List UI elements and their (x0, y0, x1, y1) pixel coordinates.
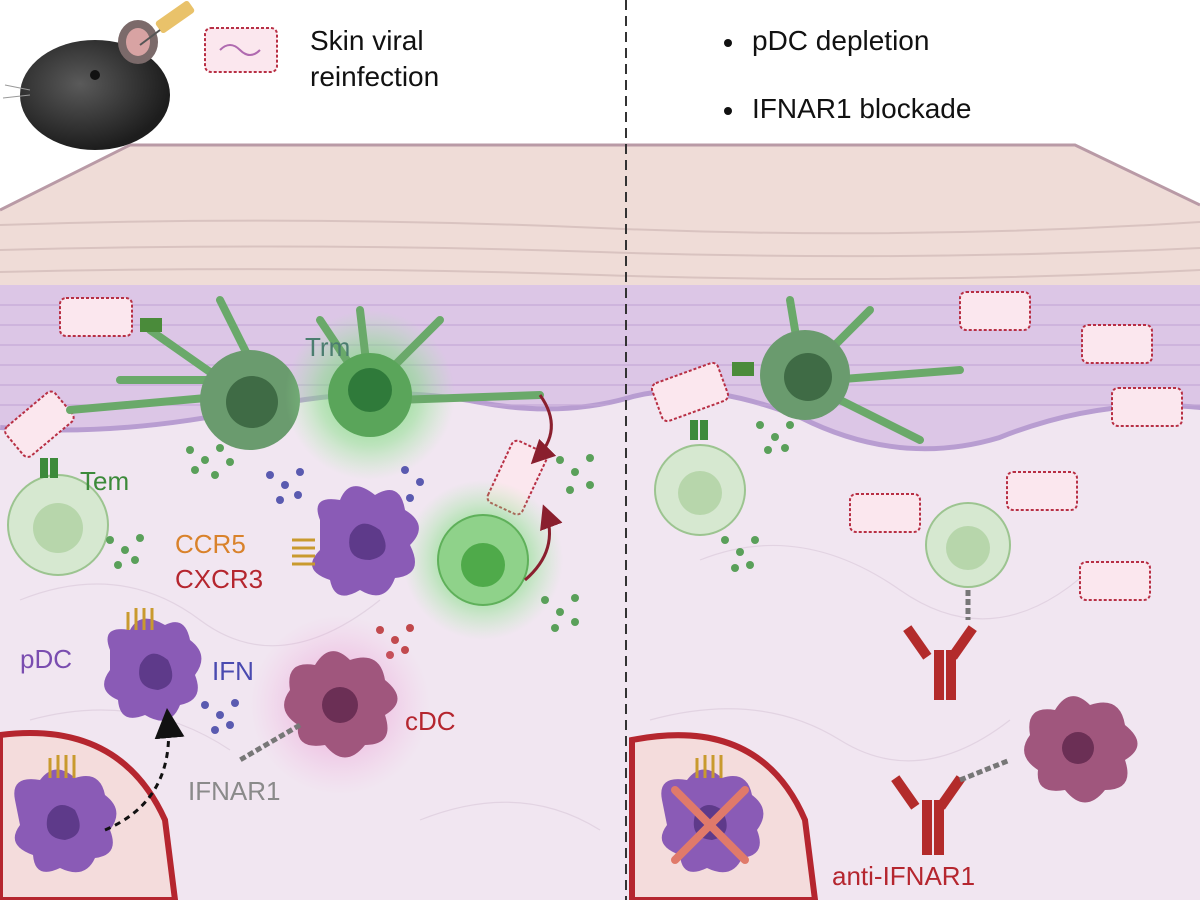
recruitment-arrow (104, 708, 185, 832)
cxcr3-expressing-cell (292, 486, 419, 596)
virus-particle (849, 493, 921, 533)
cdc-cell (238, 615, 430, 795)
label-tem: Tem (80, 466, 129, 496)
label-ccr5: CCR5 (175, 529, 246, 559)
virus-particle (59, 297, 133, 337)
bullet-dot-2 (724, 107, 732, 115)
stratum-corneum (0, 143, 1200, 290)
virus-icon-legend (204, 27, 278, 73)
pdc-cell (104, 608, 202, 721)
label-cdc: cDC (405, 706, 456, 736)
bullet-dot-1 (724, 39, 732, 47)
pdc-in-vessel (14, 755, 117, 873)
syringe-icon (139, 0, 195, 46)
virus-particle (959, 291, 1031, 331)
tem-cell (925, 502, 1011, 620)
tem-cell (7, 458, 109, 576)
trm-cell-glowing (285, 306, 544, 480)
label-cxcr3: CXCR3 (175, 564, 263, 594)
virus-particle (4, 390, 75, 458)
chemokine-dots-green (106, 444, 594, 632)
label-pdc: pDC (20, 644, 72, 674)
trm-cell (66, 296, 300, 450)
tem-cell (654, 420, 746, 536)
anti-ifnar1-antibody (891, 775, 965, 855)
virus-particle (1081, 324, 1153, 364)
chemokine-dots-green (721, 421, 794, 572)
bullet-ifnar1-blockade: IFNAR1 blockade (752, 93, 971, 124)
migration-arrow (524, 504, 563, 582)
chemokine-dots-blue (201, 466, 424, 734)
tem-cell-glowing (403, 480, 563, 640)
cdc-cell (1024, 696, 1138, 803)
label-trm: Trm (305, 332, 350, 362)
label-anti-ifnar1: anti-IFNAR1 (832, 861, 975, 891)
label-ifnar1: IFNAR1 (188, 776, 280, 806)
anti-ifnar1-antibody (903, 625, 977, 700)
trm-cell (732, 296, 964, 444)
mouse-icon (2, 20, 170, 150)
label-ifn: IFN (212, 656, 254, 686)
depletion-cross-icon (671, 786, 749, 864)
migration-arrow (530, 394, 557, 465)
virus-particle (1079, 561, 1151, 601)
bullet-pdc-depletion: pDC depletion (752, 25, 929, 56)
virus-particle (650, 361, 730, 423)
caption-line-1: Skin viral (310, 25, 424, 56)
caption-line-2: reinfection (310, 61, 439, 92)
virus-particle (1006, 471, 1078, 511)
virus-particle (1111, 387, 1183, 427)
